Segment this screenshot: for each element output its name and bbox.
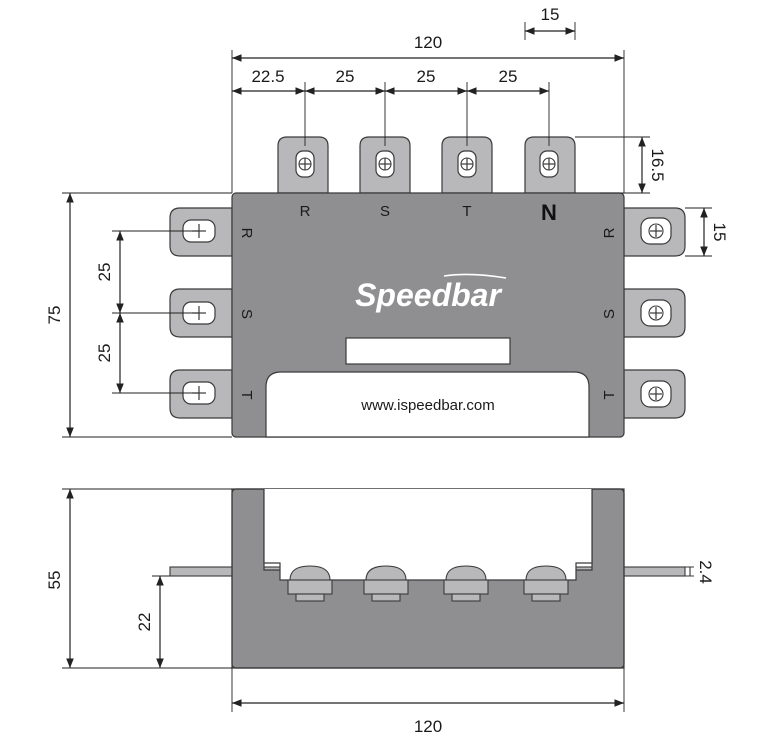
top-label-s: S (380, 203, 390, 220)
bolt-2 (363, 565, 409, 602)
top-label-r: R (300, 203, 311, 220)
dim-bottom-width: 120 (414, 717, 442, 736)
right-terminal-s (623, 288, 686, 338)
brand-logo: Speedbar (355, 277, 502, 313)
top-label-t: T (462, 203, 471, 220)
bolt-4 (523, 565, 569, 602)
dim-left-pitch-a: 25 (95, 263, 114, 282)
top-view: Speedbar www.ispeedbar.com R S T N R S T… (169, 136, 686, 438)
bolt-3 (443, 565, 489, 602)
side-view (169, 488, 686, 669)
top-view-dimensions: 15 120 22.5 25 25 25 16.5 15 75 2 (45, 5, 729, 438)
dim-plate-thickness: 2.4 (696, 560, 715, 584)
dim-first-offset: 22.5 (251, 67, 284, 86)
dim-tab-height: 16.5 (648, 148, 667, 181)
left-terminal-r (169, 207, 233, 257)
bolt-1 (287, 565, 333, 602)
dim-overall-width: 120 (414, 33, 442, 52)
dim-height-75: 75 (45, 306, 64, 325)
top-label-n: N (541, 200, 557, 225)
left-label-r: R (238, 228, 255, 239)
dim-left-pitch-b: 25 (95, 344, 114, 363)
dim-side-tab: 15 (710, 223, 729, 242)
right-label-t: T (601, 390, 618, 399)
left-terminal-s (169, 288, 233, 338)
top-terminal-s (359, 136, 411, 194)
right-terminal-r (623, 207, 686, 257)
dim-pitch-2: 25 (417, 67, 436, 86)
top-terminal-r (277, 136, 329, 194)
label-window (345, 337, 511, 365)
website-text: www.ispeedbar.com (360, 397, 494, 414)
side-view-dimensions: 55 22 2.4 120 (45, 488, 715, 736)
right-label-r: R (601, 227, 618, 238)
dim-pitch-3: 25 (499, 67, 518, 86)
nameplate (265, 371, 590, 438)
top-terminal-t (441, 136, 493, 194)
dim-height-55: 55 (45, 571, 64, 590)
right-label-s: S (601, 309, 618, 319)
right-terminal-t (623, 369, 686, 419)
left-label-s: S (238, 309, 255, 319)
left-label-t: T (238, 390, 255, 399)
dim-terminal-height: 22 (135, 613, 154, 632)
dim-tab-width: 15 (541, 5, 560, 24)
brand-swoosh (443, 273, 507, 279)
left-terminal-t (169, 369, 233, 419)
top-terminal-n (524, 136, 576, 194)
dim-pitch-1: 25 (336, 67, 355, 86)
